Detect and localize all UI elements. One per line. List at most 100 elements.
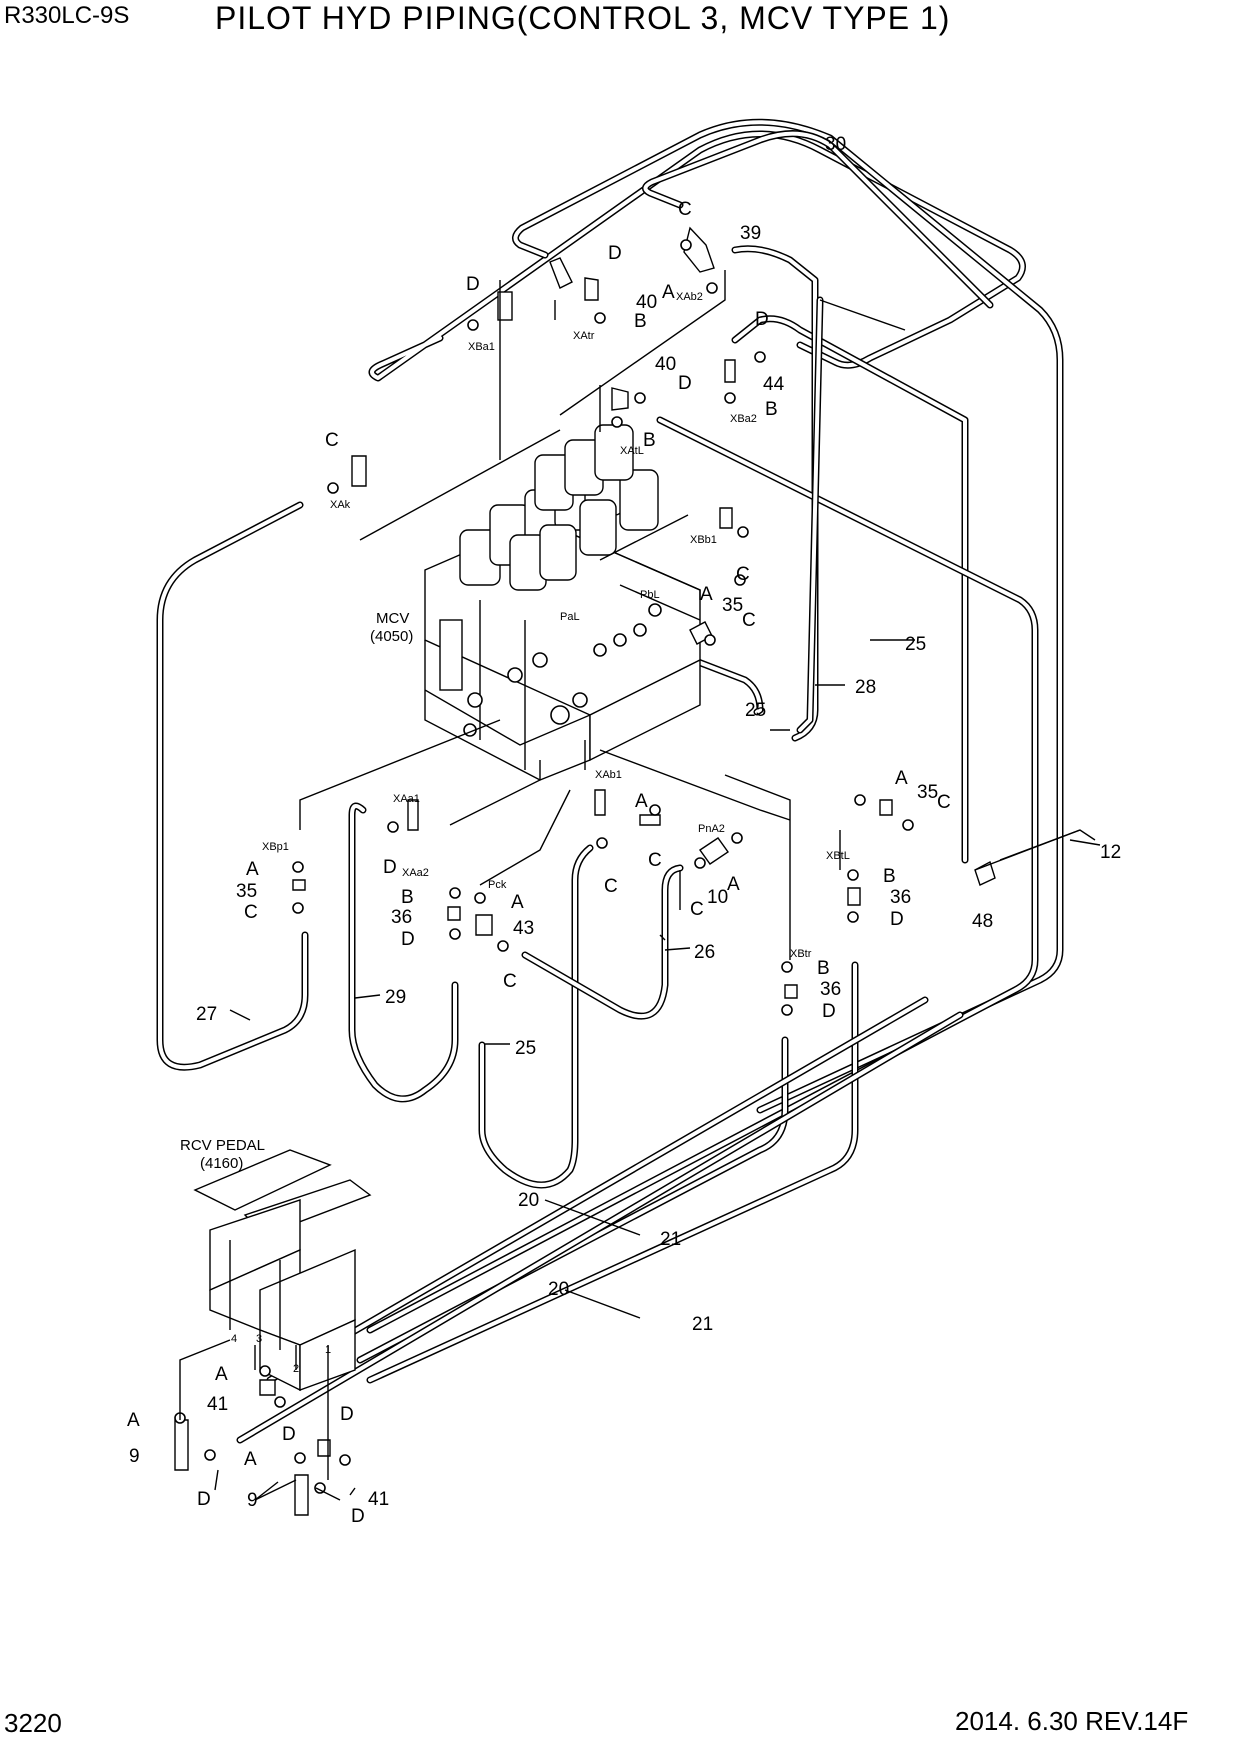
port-label-xab1: XAb1 [595, 769, 622, 781]
rcv-pedal [193, 1149, 372, 1392]
part-label-25: 25 [745, 700, 766, 721]
pedal-port-3: 3 [256, 1333, 262, 1345]
port-label-xak: XAk [330, 499, 351, 511]
letter-label-a: A [215, 1364, 228, 1385]
letter-label-c: C [742, 610, 756, 631]
pipes-20-21-to-pedal [236, 961, 964, 1444]
letter-label-b: B [634, 311, 647, 332]
port-label-pck: Pck [488, 879, 507, 891]
part-label-9: 9 [247, 1490, 258, 1511]
port-label-pbl: PbL [640, 589, 660, 601]
leader-lines [179, 270, 1101, 1501]
letter-label-a: A [127, 1410, 140, 1431]
part-label-48: 48 [972, 911, 993, 932]
port-label-xatl: XAtL [620, 445, 644, 457]
part-label-20: 20 [548, 1279, 569, 1300]
mcv-block [424, 424, 701, 781]
letter-label-c: C [736, 564, 750, 585]
part-number-labels: 30 39 40 40 44 25 28 25 35 35 12 48 10 4… [129, 134, 1121, 1511]
part-label-28: 28 [855, 677, 876, 698]
pipe-27 [156, 501, 309, 1071]
port-labels: XBa1 XAtr XAb2 XBa2 XAtL XAk XBb1 PaL Pb… [262, 291, 850, 960]
port-label-xbtr: XBtr [790, 948, 812, 960]
letter-label-c: C [244, 902, 258, 923]
letter-label-d: D [608, 243, 622, 264]
part-label-29: 29 [385, 987, 406, 1008]
part-label-20: 20 [518, 1190, 539, 1211]
mcv-spools [459, 424, 659, 591]
letter-label-d: D [466, 274, 480, 295]
letter-label-a: A [635, 791, 648, 812]
pipe-25-lower [676, 651, 764, 716]
letter-label-d: D [401, 929, 415, 950]
letter-label-d: D [678, 373, 692, 394]
letter-label-b: B [817, 958, 830, 979]
letter-labels: C D D A B D D B B C C A C A C A D A 35 C… [127, 199, 951, 1527]
letter-label-b: B [883, 866, 896, 887]
port-label-xab2: XAb2 [676, 291, 703, 303]
letter-label-a: A [511, 892, 524, 913]
port-label-pal: PaL [560, 611, 580, 623]
letter-label-c: C [503, 971, 517, 992]
pipe-28 [796, 296, 824, 734]
letter-label-b: B [401, 887, 414, 908]
pipe-29 [348, 802, 459, 1103]
letter-label-c: C [690, 899, 704, 920]
port-label-xbb1: XBb1 [690, 534, 717, 546]
part-label-26: 26 [694, 942, 715, 963]
letter-label-b: B [765, 399, 778, 420]
part-label-30: 30 [825, 134, 846, 155]
pipe-25-right [731, 245, 969, 864]
letter-label-d: D [822, 1001, 836, 1022]
rcv-code-label: (4160) [200, 1155, 243, 1172]
part-label-44: 44 [763, 374, 785, 395]
letter-label-a: A [662, 282, 675, 303]
pipe-long-diagonal [366, 416, 1039, 1334]
part-label-43: 43 [513, 918, 534, 939]
letter-label-d: D [282, 1424, 296, 1445]
letter-label-a: A [895, 768, 908, 789]
letter-label-d: D [197, 1489, 211, 1510]
letter-label-c: C [325, 430, 339, 451]
part-label-25: 25 [515, 1038, 536, 1059]
page-title: PILOT HYD PIPING(CONTROL 3, MCV TYPE 1) [215, 0, 951, 36]
port-label-pna2: PnA2 [698, 823, 725, 835]
part-label-21: 21 [692, 1314, 713, 1335]
port-label-xaa2: XAa2 [402, 867, 429, 879]
letter-label-d: D [755, 309, 769, 330]
page-number: 3220 [4, 1708, 62, 1738]
fittings [174, 226, 996, 1516]
pipe-26 [521, 864, 684, 1020]
part-label-27: 27 [196, 1004, 217, 1025]
letter-label-c: C [648, 850, 662, 871]
letter-label-c: C [678, 199, 692, 220]
pedal-port-1: 1 [325, 1344, 331, 1356]
part-label-40: 40 [636, 292, 657, 313]
pedal-port-numbers: 1 2 3 4 [231, 1333, 331, 1375]
o-rings [174, 239, 914, 1494]
letter-label-c: C [937, 792, 951, 813]
port-label-xba2: XBa2 [730, 413, 757, 425]
letter-label-d: D [351, 1506, 365, 1527]
part-label-9: 9 [129, 1446, 140, 1467]
letter-label-b: B [643, 430, 656, 451]
letter-label-35: 35 [236, 881, 257, 902]
letter-label-c: C [604, 876, 618, 897]
part-label-41: 41 [368, 1489, 389, 1510]
part-label-21: 21 [660, 1229, 681, 1250]
rcv-pedal-label: RCV PEDAL [180, 1137, 265, 1154]
port-label-xbp1: XBp1 [262, 841, 289, 853]
letter-label-d: D [340, 1404, 354, 1425]
part-label-41: 41 [207, 1394, 228, 1415]
part-label-40: 40 [655, 354, 676, 375]
letter-label-d: D [890, 909, 904, 930]
pedal-port-4: 4 [231, 1333, 237, 1345]
letter-label-a: A [244, 1449, 257, 1470]
part-label-39: 39 [740, 223, 761, 244]
port-label-xbtl: XBtL [826, 850, 850, 862]
port-label-xba1: XBa1 [468, 341, 495, 353]
revision-date: 2014. 6.30 REV.14F [955, 1706, 1189, 1736]
letter-label-a: A [727, 874, 740, 895]
letter-label-a: A [246, 859, 259, 880]
